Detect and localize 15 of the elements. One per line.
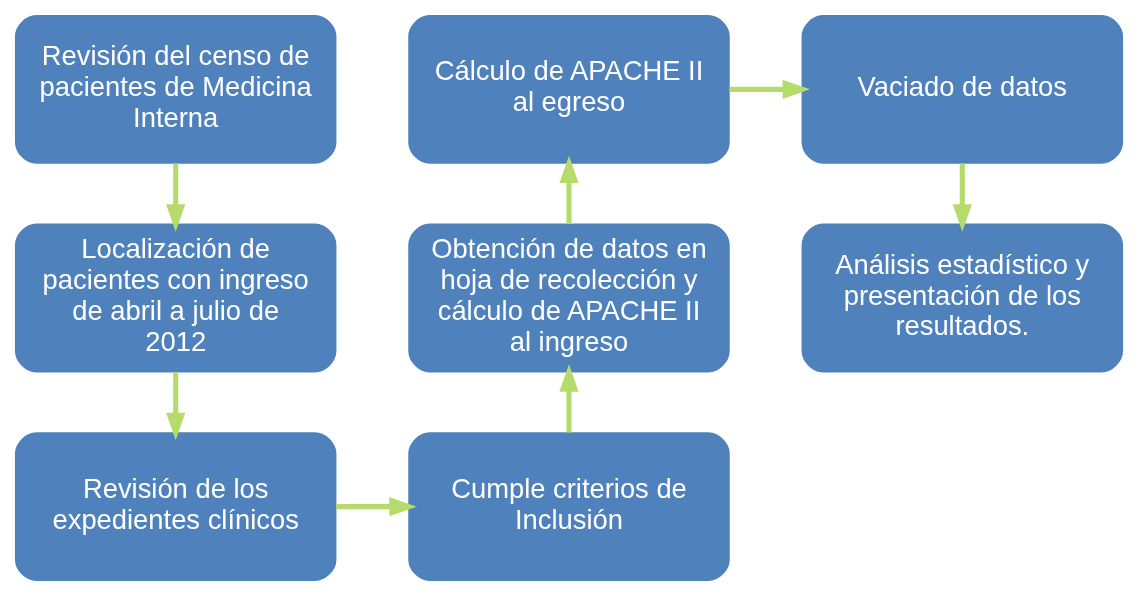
node-box: Obtención de datos en hoja de recolección y cálculo de APACHE II al ingreso bbox=[408, 223, 730, 373]
node-box: Revisión de los expedientes clínicos bbox=[14, 432, 337, 581]
node-box: Análisis estadístico y presentación de los resultados. bbox=[801, 223, 1124, 373]
arrow bbox=[166, 372, 186, 441]
node-box: Cálculo de APACHE II al egreso bbox=[408, 15, 730, 164]
arrow bbox=[336, 497, 417, 517]
node-box: Vaciado de datos bbox=[801, 15, 1124, 164]
arrow bbox=[952, 163, 972, 232]
node-box: Cumple criterios de Inclusión bbox=[408, 432, 730, 581]
arrow bbox=[166, 163, 186, 232]
arrow bbox=[559, 364, 579, 433]
node-box: Localización de pacientes con ingreso de abril a julio de 2012 bbox=[14, 223, 337, 373]
arrow bbox=[729, 79, 811, 99]
arrow bbox=[559, 155, 579, 224]
node-box: Revisión del censo de pacientes de Medicina Interna bbox=[14, 15, 337, 164]
